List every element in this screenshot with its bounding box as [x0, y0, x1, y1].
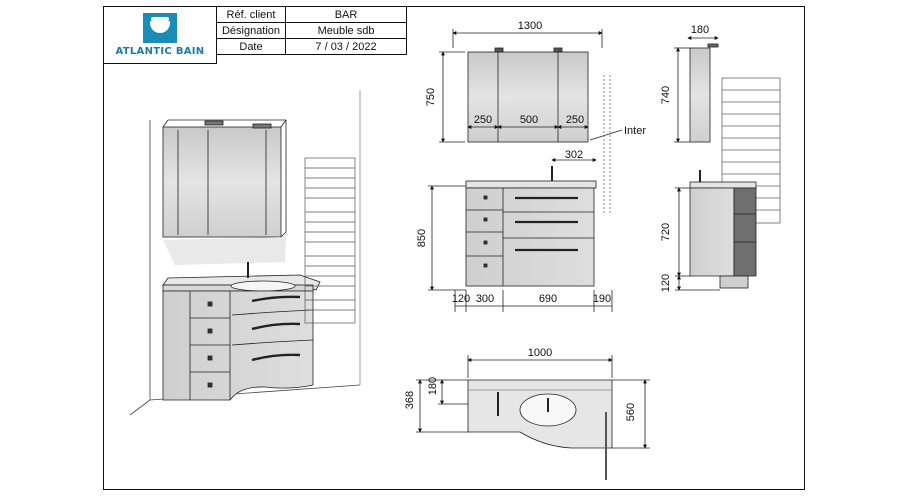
date-value: 7 / 03 / 2022: [285, 38, 407, 56]
dim-main-drawer-width: 690: [539, 293, 557, 305]
logo-cell: ATLANTIC BAIN: [103, 6, 217, 64]
perspective-view: [129, 90, 361, 416]
dim-mirror-center-panel: 500: [520, 114, 538, 126]
client-label: Réf. client: [216, 5, 286, 24]
dim-plan-right-depth: 560: [625, 403, 637, 421]
dim-side-mirror-height: 740: [660, 86, 672, 104]
dim-mirror-left-panel: 250: [474, 114, 492, 126]
dim-drawer-column-width: 300: [476, 293, 494, 305]
side-elevation: [674, 36, 781, 291]
designation-value: Meuble sdb: [285, 22, 407, 40]
dim-plan-recess: 180: [427, 377, 439, 395]
atlantic-bain-logo-icon: [143, 13, 177, 43]
title-block: ATLANTIC BAIN Réf. client BAR Désignatio…: [103, 5, 407, 64]
dim-side-cabinet-height: 720: [660, 223, 672, 241]
dim-tap-offset: 302: [565, 149, 583, 161]
dim-plan-left-depth: 368: [404, 391, 416, 409]
dim-mirror-height: 750: [425, 88, 437, 106]
dim-side-depth: 180: [691, 24, 709, 36]
drawing-sheet-border: [103, 6, 805, 490]
plan-view: [416, 355, 650, 480]
front-vanity-elevation: [428, 158, 613, 312]
dim-side-plinth-height: 120: [660, 274, 672, 292]
inter-label: Inter: [624, 125, 646, 137]
dim-vanity-height: 850: [416, 229, 428, 247]
dim-right-gap: 190: [593, 293, 611, 305]
dim-mirror-right-panel: 250: [566, 114, 584, 126]
dim-mirror-width: 1300: [518, 20, 542, 32]
front-mirror-elevation: [439, 29, 623, 215]
dim-plan-width: 1000: [528, 347, 552, 359]
logo-text: ATLANTIC BAIN: [115, 46, 205, 57]
dim-left-gap: 120: [452, 293, 470, 305]
